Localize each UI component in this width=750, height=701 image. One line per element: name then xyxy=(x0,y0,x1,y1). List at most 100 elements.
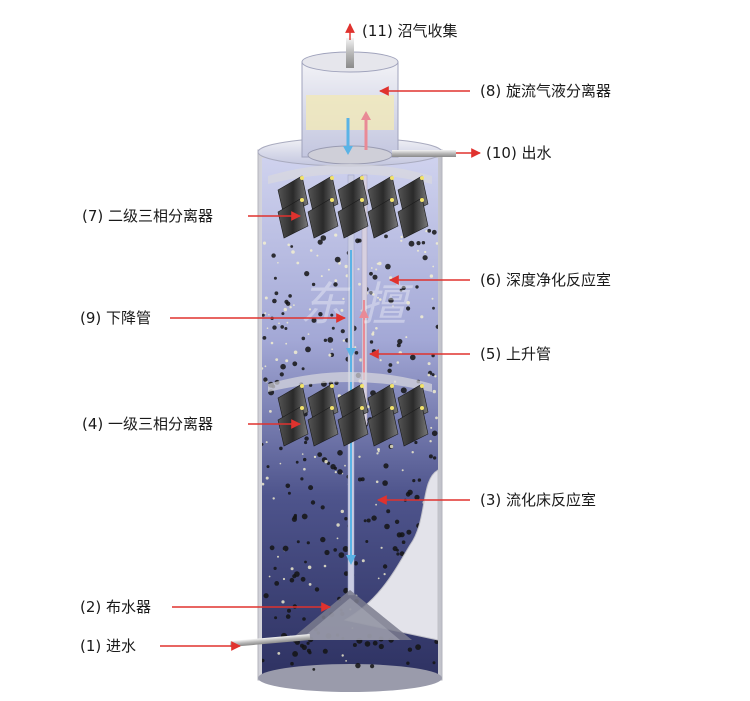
particle xyxy=(432,456,437,460)
particle xyxy=(378,643,384,650)
particle xyxy=(274,581,280,586)
separator-blade-tip xyxy=(330,176,334,180)
down-arrowhead-top xyxy=(343,146,353,155)
particle xyxy=(296,261,300,265)
separator-blade-tip xyxy=(360,406,364,410)
particle xyxy=(266,465,270,469)
particle xyxy=(383,573,386,576)
down-arrowhead-2 xyxy=(346,555,356,565)
particle xyxy=(269,545,275,551)
particle xyxy=(396,552,400,556)
particle xyxy=(324,549,330,556)
particle xyxy=(279,446,283,451)
particle xyxy=(358,282,361,286)
water-distributor xyxy=(290,590,412,640)
particle xyxy=(422,255,428,261)
label-first-stage-separator: (4) 一级三相分离器 xyxy=(82,415,214,433)
particle xyxy=(266,327,269,330)
particle xyxy=(377,577,380,580)
particle xyxy=(372,640,378,646)
particle xyxy=(305,346,311,353)
particle xyxy=(269,410,272,413)
particle xyxy=(406,529,412,535)
particle xyxy=(352,643,357,647)
particle xyxy=(369,291,373,295)
separator-blade-tip xyxy=(420,406,424,410)
separator-blade-tip xyxy=(330,406,334,410)
particle xyxy=(375,503,377,506)
label-second-stage-separator: (7) 二级三相分离器 xyxy=(82,207,214,225)
particle xyxy=(320,536,326,543)
particle xyxy=(284,327,288,330)
particle xyxy=(271,253,276,258)
label-biogas-collection: (11) 沼气收集 xyxy=(362,22,458,40)
particle xyxy=(307,333,310,335)
particle xyxy=(429,440,432,443)
particle xyxy=(293,350,298,355)
particle xyxy=(279,372,284,377)
down-arrowhead-1 xyxy=(346,348,356,358)
particle xyxy=(262,336,267,340)
particle xyxy=(303,457,307,462)
particle xyxy=(396,361,400,364)
particle xyxy=(293,304,295,306)
particle xyxy=(431,373,435,377)
separator-blade-tip xyxy=(390,198,394,202)
particle xyxy=(375,327,378,330)
particle xyxy=(371,332,375,336)
particle xyxy=(287,491,291,495)
particle xyxy=(372,331,375,334)
particle xyxy=(416,241,421,246)
particle xyxy=(360,477,365,482)
particle xyxy=(263,377,268,382)
particle xyxy=(355,662,361,669)
particle xyxy=(340,329,345,334)
particle xyxy=(337,450,343,456)
particle xyxy=(290,567,294,571)
particle xyxy=(414,440,418,445)
particle xyxy=(354,351,359,355)
particle xyxy=(357,268,360,271)
particle xyxy=(365,540,369,543)
particle xyxy=(277,555,279,558)
particle xyxy=(338,261,341,265)
particle xyxy=(383,463,389,469)
particle xyxy=(342,339,345,342)
particle xyxy=(384,523,390,530)
particle xyxy=(358,455,361,458)
first-stage-separator xyxy=(268,372,432,447)
particle xyxy=(376,452,379,455)
particle xyxy=(336,537,339,540)
particle xyxy=(421,241,426,245)
particle xyxy=(359,358,363,362)
particle xyxy=(318,312,323,317)
particle xyxy=(306,641,310,645)
particle xyxy=(377,448,380,451)
particle xyxy=(384,234,388,239)
particle xyxy=(264,312,267,315)
separator-blade-tip xyxy=(390,406,394,410)
particle xyxy=(382,480,388,486)
particle xyxy=(414,494,420,500)
particle xyxy=(287,243,291,247)
particle xyxy=(296,540,300,544)
separator-blade xyxy=(307,197,339,239)
particle xyxy=(290,661,294,666)
particle xyxy=(331,348,333,351)
particle xyxy=(344,464,346,467)
particle xyxy=(286,321,289,324)
cyclone-separator xyxy=(301,51,399,165)
particle xyxy=(406,301,411,305)
particle xyxy=(431,353,435,358)
particle xyxy=(407,489,413,495)
particle xyxy=(392,546,398,552)
label-water-distributor: (2) 布水器 xyxy=(80,598,152,616)
particle xyxy=(425,230,428,233)
particle xyxy=(264,365,267,368)
particle xyxy=(385,263,391,270)
particle xyxy=(304,436,309,441)
particle xyxy=(304,440,308,445)
particle xyxy=(430,426,433,429)
particle xyxy=(432,306,435,310)
up-arrowhead-1 xyxy=(359,308,369,318)
